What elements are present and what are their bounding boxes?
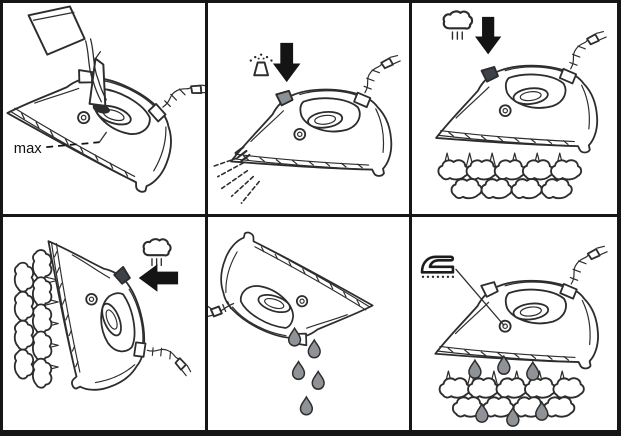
panel-empty-water-tank — [207, 216, 413, 430]
max-label: max — [14, 141, 42, 157]
steam-ironing-illustration — [421, 244, 609, 427]
vertical-steam-illustration — [3, 221, 193, 397]
spray-button — [275, 89, 294, 107]
max-level-dashed-line — [46, 141, 100, 148]
panel-vertical-steam — [3, 216, 208, 430]
panel-shot-of-steam — [412, 3, 617, 217]
pouring-cup-icon — [27, 5, 86, 56]
steam-shot-button — [113, 265, 131, 285]
fill-water-illustration: max — [3, 5, 205, 198]
steam-iron-icon — [421, 255, 455, 278]
panel-steam-ironing — [412, 217, 617, 431]
steam-shot-button — [481, 66, 500, 83]
fill-funnel-icon — [88, 51, 107, 107]
power-cord — [207, 300, 234, 317]
max-level-tick — [98, 131, 107, 143]
panel-fill-water-tank: max — [3, 3, 208, 217]
water-stream — [84, 38, 107, 103]
steam-shot-illustration — [435, 10, 608, 214]
spray-nozzle-icon — [249, 53, 273, 77]
panel-spray — [207, 3, 413, 217]
leader-line — [455, 268, 505, 326]
spray-illustration — [210, 42, 401, 204]
spray-mist — [210, 146, 260, 204]
empty-tank-illustration — [207, 226, 380, 415]
